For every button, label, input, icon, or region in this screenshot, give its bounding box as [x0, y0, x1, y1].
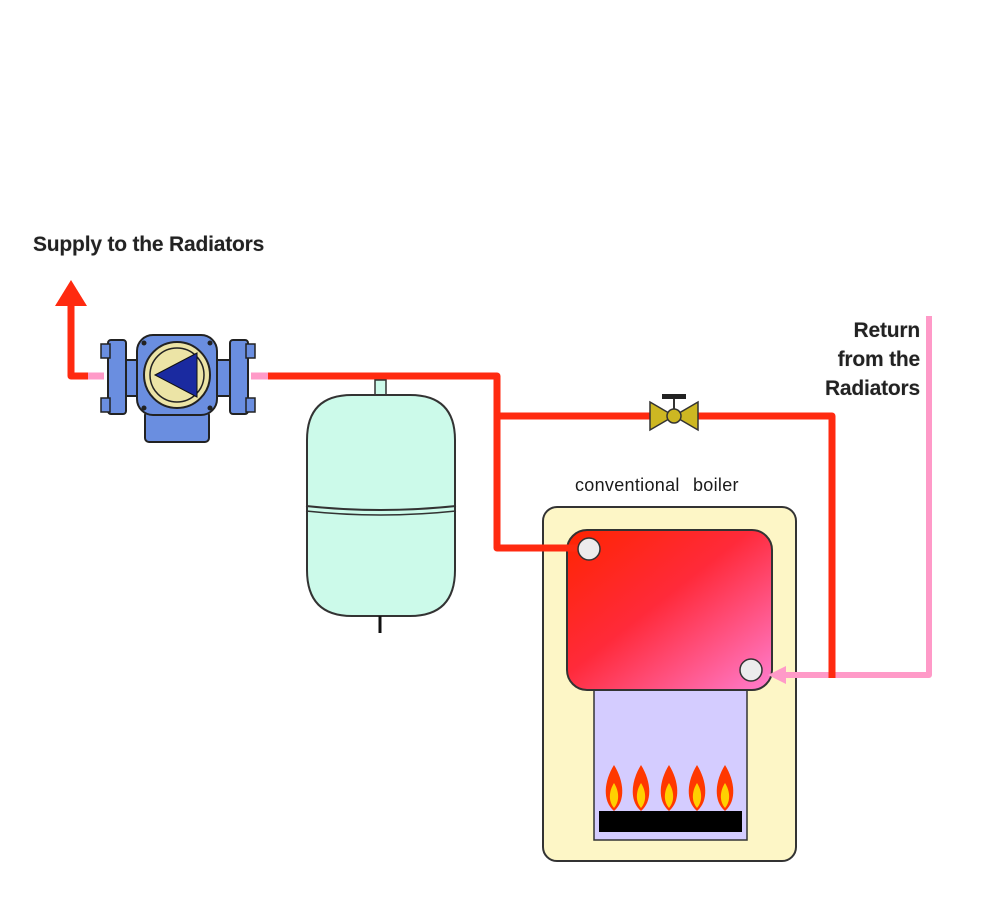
flame-icon [605, 765, 623, 811]
flames [605, 765, 734, 811]
burner [599, 811, 742, 832]
flame-icon [716, 765, 734, 811]
return-label-line-1: Return [853, 319, 921, 342]
return-port [739, 658, 763, 682]
supply-label: Supply to the Radiators [33, 233, 265, 256]
pump-direction-arrow [153, 352, 198, 398]
gate-valve-icon[interactable] [649, 394, 699, 432]
flow-port [577, 537, 601, 561]
flame-icon [688, 765, 706, 811]
circulator-pump-icon[interactable] [100, 334, 256, 443]
return-arrow-icon [768, 666, 786, 684]
flame-icon [632, 765, 650, 811]
return-label-line-3: Radiators [824, 377, 920, 400]
boiler-label: conventional boiler [575, 475, 739, 495]
flame-icon [660, 765, 678, 811]
supply-pipe [67, 306, 103, 380]
pump-to-junction-pipe [263, 372, 585, 552]
expansion-tank [305, 379, 457, 633]
return-label: Return from the Radiators [825, 316, 920, 403]
arrow-up-icon [55, 280, 87, 306]
heat-exchanger [566, 529, 773, 691]
return-label-line-2: from the [837, 348, 921, 371]
